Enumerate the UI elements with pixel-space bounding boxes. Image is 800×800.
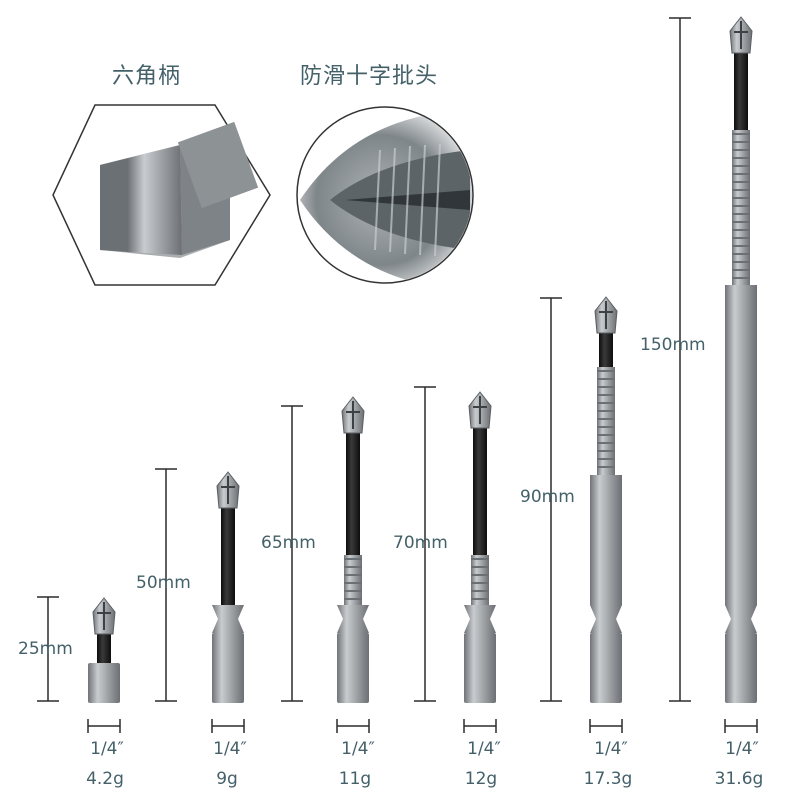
- bit-shank-size: 1/4″: [594, 739, 628, 759]
- black-neck: [346, 433, 360, 555]
- ribbed-shaft: [344, 555, 362, 605]
- hex-shank-title: 六角柄: [112, 64, 182, 89]
- detent-groove: [212, 605, 244, 633]
- hex-shank-closeup: [52, 104, 271, 286]
- black-neck: [734, 53, 748, 130]
- bit-weight: 9g: [216, 769, 238, 789]
- bit-weight: 31.6g: [714, 769, 764, 789]
- bit-length-label: 50mm: [136, 573, 191, 593]
- bit-weight: 11g: [338, 769, 372, 789]
- bit-weight: 17.3g: [583, 769, 633, 789]
- cross-tip-closeup: [296, 106, 474, 284]
- bit-shank-size: 1/4″: [213, 739, 247, 759]
- hex-body: [725, 285, 757, 605]
- hex-shank: [212, 633, 244, 703]
- bit-length-label: 25mm: [18, 639, 73, 659]
- detent-groove: [337, 605, 369, 633]
- hex-shank: [464, 633, 496, 703]
- bit-length-label: 150mm: [640, 335, 706, 355]
- bit-length-label: 70mm: [393, 533, 448, 553]
- hex-body: [590, 475, 622, 605]
- black-neck: [221, 508, 235, 605]
- hex-shank: [88, 663, 120, 703]
- cross-tip-title: 防滑十字批头: [300, 64, 439, 89]
- bit-shank-size: 1/4″: [725, 739, 759, 759]
- black-neck: [473, 428, 487, 555]
- bit-weight: 12g: [464, 769, 498, 789]
- hex-shank: [337, 633, 369, 703]
- hex-shank: [725, 633, 757, 703]
- ribbed-shaft: [471, 555, 489, 605]
- detent-groove: [464, 605, 496, 633]
- detent-groove: [725, 605, 757, 633]
- bit-shank-size: 1/4″: [341, 739, 375, 759]
- black-neck: [599, 333, 613, 367]
- detent-groove: [590, 605, 622, 633]
- hex-shank: [590, 633, 622, 703]
- bit-length-label: 65mm: [261, 533, 316, 553]
- bit-weight: 4.2g: [86, 769, 124, 789]
- bit-shank-size: 1/4″: [90, 739, 124, 759]
- bit-shank-size: 1/4″: [467, 739, 501, 759]
- bit-length-label: 90mm: [520, 487, 575, 507]
- black-neck: [97, 634, 111, 663]
